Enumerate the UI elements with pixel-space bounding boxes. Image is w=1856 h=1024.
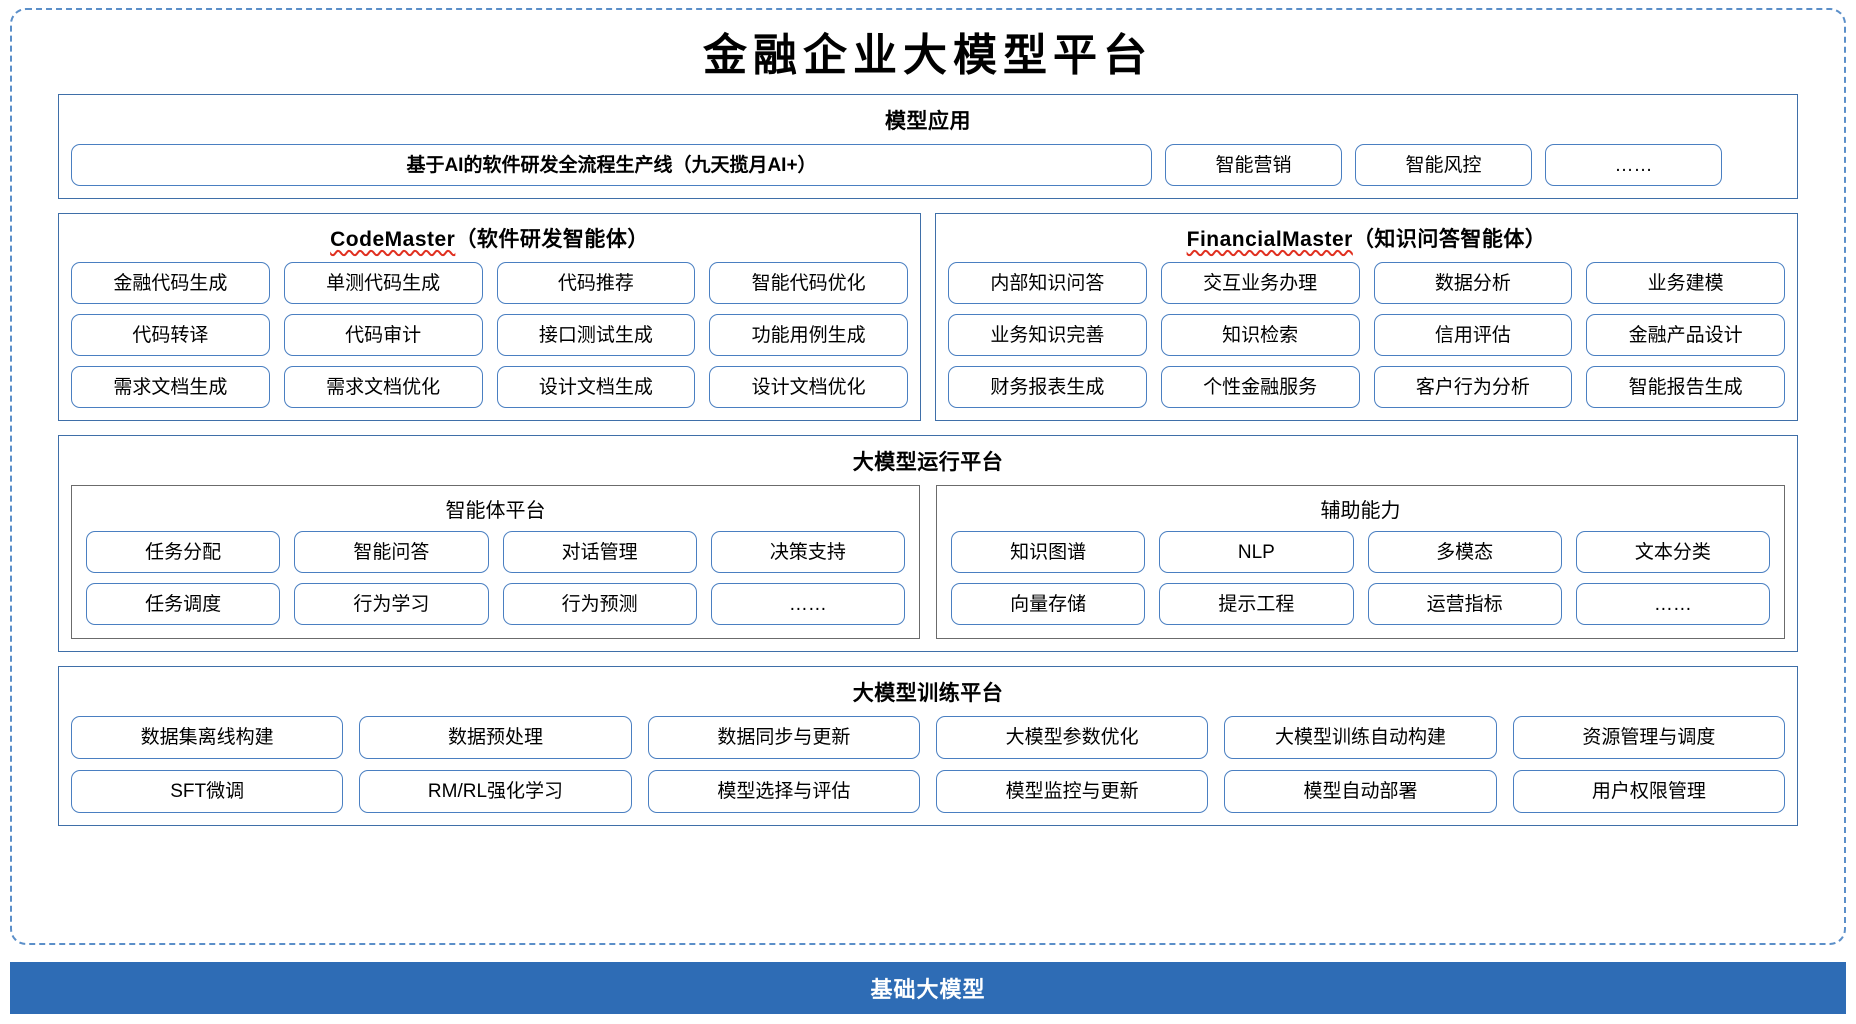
layer-runtime-platform: 大模型运行平台 智能体平台 任务分配 智能问答 对话管理 决策支持 任务调度 行…	[58, 435, 1798, 653]
codemaster-item[interactable]: 金融代码生成	[71, 262, 270, 305]
panel-financialmaster: FinancialMaster（知识问答智能体） 内部知识问答 交互业务办理 数…	[935, 213, 1798, 422]
footer-label: 基础大模型	[870, 977, 986, 1002]
training-item[interactable]: 大模型参数优化	[936, 716, 1209, 760]
layer-title-training-platform: 大模型训练平台	[852, 682, 1004, 706]
codemaster-grid: 金融代码生成 单测代码生成 代码推荐 智能代码优化 代码转译 代码审计 接口测试…	[71, 262, 908, 409]
training-item[interactable]: 模型自动部署	[1224, 770, 1497, 814]
panel-title-codemaster: CodeMaster（软件研发智能体）	[71, 223, 908, 253]
financialmaster-cn-label: （知识问答智能体）	[1352, 228, 1547, 252]
layer-title-runtime-platform: 大模型运行平台	[852, 451, 1004, 475]
codemaster-item[interactable]: 设计文档优化	[709, 366, 908, 409]
app-pill-more[interactable]: ……	[1545, 144, 1722, 187]
training-item[interactable]: 资源管理与调度	[1512, 716, 1785, 760]
layer-model-application: 模型应用 基于AI的软件研发全流程生产线（九天揽月AI+） 智能营销 智能风控 …	[58, 94, 1798, 200]
codemaster-item[interactable]: 功能用例生成	[709, 314, 908, 357]
subpanel-title-agent-platform: 智能体平台	[445, 500, 546, 523]
panel-title-financialmaster: FinancialMaster（知识问答智能体）	[948, 223, 1785, 253]
codemaster-item[interactable]: 需求文档优化	[283, 366, 483, 409]
runtime-subsections: 智能体平台 任务分配 智能问答 对话管理 决策支持 任务调度 行为学习 行为预测…	[71, 485, 1785, 640]
codemaster-item[interactable]: 单测代码生成	[283, 262, 483, 305]
agent-platform-grid: 任务分配 智能问答 对话管理 决策支持 任务调度 行为学习 行为预测 ……	[86, 531, 905, 626]
codemaster-item[interactable]: 设计文档生成	[496, 366, 696, 409]
financialmaster-item[interactable]: 交互业务办理	[1160, 262, 1360, 305]
codemaster-item[interactable]: 需求文档生成	[71, 366, 270, 409]
training-item[interactable]: 模型选择与评估	[647, 770, 920, 814]
codemaster-item[interactable]: 代码审计	[283, 314, 483, 357]
financialmaster-item[interactable]: 知识检索	[1160, 314, 1360, 357]
subpanel-auxiliary-capability: 辅助能力 知识图谱 NLP 多模态 文本分类 向量存储 提示工程 运营指标 ……	[936, 485, 1785, 640]
auxiliary-item-more[interactable]: ……	[1575, 583, 1770, 626]
agent-platform-item[interactable]: 任务调度	[86, 583, 281, 626]
financialmaster-item[interactable]: 智能报告生成	[1586, 366, 1785, 409]
auxiliary-item[interactable]: 向量存储	[951, 583, 1146, 626]
codemaster-item[interactable]: 代码转译	[71, 314, 270, 357]
auxiliary-capability-grid: 知识图谱 NLP 多模态 文本分类 向量存储 提示工程 运营指标 ……	[951, 531, 1770, 626]
auxiliary-item[interactable]: 知识图谱	[951, 531, 1146, 574]
auxiliary-item[interactable]: 运营指标	[1367, 583, 1562, 626]
panel-codemaster: CodeMaster（软件研发智能体） 金融代码生成 单测代码生成 代码推荐 智…	[58, 213, 921, 422]
financialmaster-item[interactable]: 金融产品设计	[1586, 314, 1785, 357]
auxiliary-item[interactable]: NLP	[1159, 531, 1354, 574]
codemaster-item[interactable]: 接口测试生成	[496, 314, 696, 357]
agents-row: CodeMaster（软件研发智能体） 金融代码生成 单测代码生成 代码推荐 智…	[58, 213, 1798, 422]
agent-platform-item[interactable]: 决策支持	[710, 531, 905, 574]
codemaster-cn-label: （软件研发智能体）	[455, 228, 649, 252]
codemaster-latin-label: CodeMaster	[330, 228, 456, 252]
training-item[interactable]: 数据预处理	[359, 716, 632, 760]
training-item[interactable]: 数据同步与更新	[647, 716, 920, 760]
agent-platform-item[interactable]: 行为学习	[294, 583, 489, 626]
app-primary-pill[interactable]: 基于AI的软件研发全流程生产线（九天揽月AI+）	[71, 144, 1152, 187]
auxiliary-item[interactable]: 文本分类	[1575, 531, 1770, 574]
training-platform-grid: 数据集离线构建 数据预处理 数据同步与更新 大模型参数优化 大模型训练自动构建 …	[71, 716, 1785, 814]
training-item[interactable]: 数据集离线构建	[71, 716, 344, 760]
financialmaster-item[interactable]: 财务报表生成	[948, 366, 1147, 409]
financialmaster-item[interactable]: 信用评估	[1373, 314, 1573, 357]
page-title: 金融企业大模型平台	[703, 30, 1153, 81]
footer-base-model-bar: 基础大模型	[10, 962, 1846, 1014]
agent-platform-item[interactable]: 行为预测	[502, 583, 697, 626]
layer-title-model-application: 模型应用	[885, 110, 971, 134]
subpanel-agent-platform: 智能体平台 任务分配 智能问答 对话管理 决策支持 任务调度 行为学习 行为预测…	[71, 485, 920, 640]
auxiliary-item[interactable]: 提示工程	[1159, 583, 1354, 626]
financialmaster-item[interactable]: 数据分析	[1373, 262, 1573, 305]
subpanel-title-auxiliary-capability: 辅助能力	[1320, 500, 1401, 523]
training-item[interactable]: 大模型训练自动构建	[1224, 716, 1497, 760]
agent-platform-item[interactable]: 任务分配	[86, 531, 281, 574]
codemaster-item[interactable]: 代码推荐	[496, 262, 696, 305]
outer-dashed-frame: 金融企业大模型平台 模型应用 基于AI的软件研发全流程生产线（九天揽月AI+） …	[10, 8, 1846, 945]
agent-platform-item[interactable]: 智能问答	[294, 531, 489, 574]
financialmaster-item[interactable]: 客户行为分析	[1373, 366, 1573, 409]
layer-training-platform: 大模型训练平台 数据集离线构建 数据预处理 数据同步与更新 大模型参数优化 大模…	[58, 666, 1798, 827]
codemaster-item[interactable]: 智能代码优化	[709, 262, 908, 305]
training-item[interactable]: 模型监控与更新	[936, 770, 1209, 814]
auxiliary-item[interactable]: 多模态	[1367, 531, 1562, 574]
financialmaster-item[interactable]: 个性金融服务	[1160, 366, 1360, 409]
app-pill-risk-control[interactable]: 智能风控	[1355, 144, 1532, 187]
training-item[interactable]: SFT微调	[71, 770, 344, 814]
agent-platform-item[interactable]: 对话管理	[502, 531, 697, 574]
model-application-row: 基于AI的软件研发全流程生产线（九天揽月AI+） 智能营销 智能风控 ……	[71, 144, 1785, 187]
training-item[interactable]: 用户权限管理	[1512, 770, 1785, 814]
app-pill-marketing[interactable]: 智能营销	[1165, 144, 1342, 187]
financialmaster-latin-label: FinancialMaster	[1186, 228, 1353, 252]
agent-platform-item-more[interactable]: ……	[710, 583, 905, 626]
financialmaster-grid: 内部知识问答 交互业务办理 数据分析 业务建模 业务知识完善 知识检索 信用评估…	[948, 262, 1785, 409]
financialmaster-item[interactable]: 业务知识完善	[948, 314, 1147, 357]
financialmaster-item[interactable]: 业务建模	[1586, 262, 1785, 305]
training-item[interactable]: RM/RL强化学习	[359, 770, 632, 814]
financialmaster-item[interactable]: 内部知识问答	[948, 262, 1147, 305]
